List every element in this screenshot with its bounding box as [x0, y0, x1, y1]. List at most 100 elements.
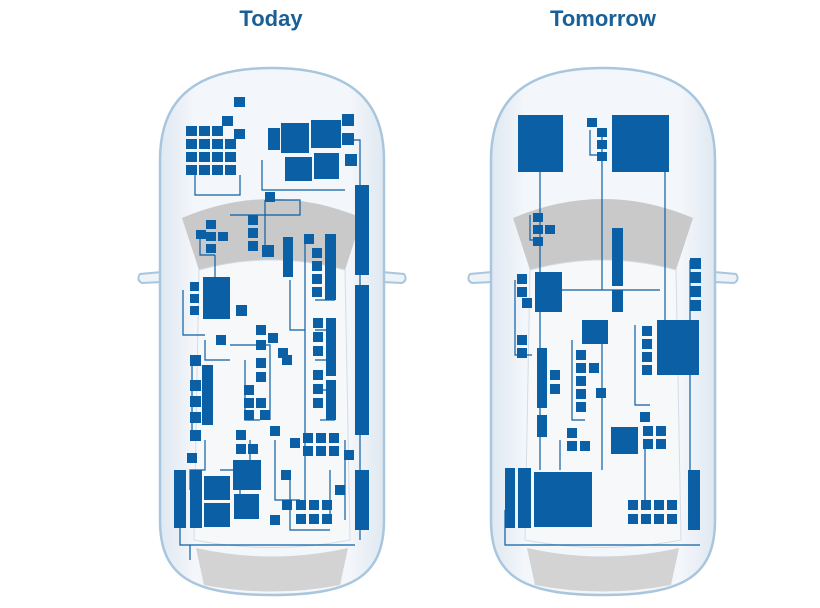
ecu-module: [313, 384, 323, 394]
modules-tomorrow: [505, 115, 701, 530]
zonal-controller: [611, 427, 638, 454]
ecu-module: [667, 500, 677, 510]
ecu-module: [204, 476, 230, 500]
ecu-module: [326, 318, 336, 376]
ecu-module: [281, 123, 309, 153]
ecu-module: [225, 139, 236, 149]
ecu-module: [312, 287, 322, 297]
ecu-module: [641, 500, 651, 510]
ecu-module: [248, 444, 258, 454]
ecu-module: [174, 470, 186, 528]
ecu-module: [642, 365, 652, 375]
ecu-module: [186, 126, 197, 136]
ecu-module: [316, 446, 326, 456]
ecu-module: [314, 153, 339, 179]
ecu-module: [628, 500, 638, 510]
ecu-module: [190, 306, 199, 315]
ecu-module: [537, 415, 547, 437]
ecu-module: [313, 346, 323, 356]
ecu-module: [329, 446, 339, 456]
ecu-module: [322, 500, 332, 510]
ecu-module: [256, 372, 266, 382]
ecu-module: [199, 139, 210, 149]
ecu-module: [596, 388, 606, 398]
ecu-module: [282, 500, 292, 510]
ecu-module: [517, 287, 527, 297]
ecu-module: [282, 355, 292, 365]
ecu-module: [212, 152, 223, 162]
central-computer: [612, 115, 669, 172]
ecu-module: [642, 352, 652, 362]
ecu-module: [309, 514, 319, 524]
ecu-module: [212, 126, 223, 136]
ecu-module: [234, 494, 259, 519]
ecu-module: [248, 215, 258, 225]
ecu-module: [641, 514, 651, 524]
ecu-module: [244, 385, 254, 395]
ecu-module: [234, 97, 245, 107]
ecu-module: [256, 358, 266, 368]
ecu-module: [550, 370, 560, 380]
ecu-module: [567, 441, 577, 451]
zonal-controller: [518, 115, 563, 172]
ecu-module: [597, 140, 607, 149]
ecu-module: [612, 228, 623, 286]
ecu-module: [517, 335, 527, 345]
ecu-module: [190, 294, 199, 303]
ecu-module: [567, 428, 577, 438]
ecu-module: [597, 128, 607, 137]
ecu-module: [256, 398, 266, 408]
ecu-module: [342, 133, 354, 145]
zonal-controller: [657, 320, 699, 375]
ecu-module: [244, 398, 254, 408]
ecu-module: [576, 389, 586, 399]
ecu-module: [212, 139, 223, 149]
ecu-module: [628, 514, 638, 524]
ecu-module: [236, 430, 246, 440]
ecu-module: [256, 340, 266, 350]
zonal-controller: [535, 272, 562, 312]
ecu-module: [656, 439, 666, 449]
ecu-module: [690, 272, 701, 283]
ecu-module: [283, 237, 293, 277]
ecu-module: [303, 446, 313, 456]
ecu-module: [309, 500, 319, 510]
car-today: [137, 66, 407, 597]
ecu-module: [313, 318, 323, 328]
modules-today: [174, 97, 369, 530]
ecu-module: [640, 412, 650, 422]
ecu-module: [202, 365, 213, 425]
ecu-module: [313, 332, 323, 342]
ecu-module: [199, 152, 210, 162]
ecu-module: [203, 277, 230, 319]
ecu-module: [522, 298, 532, 308]
ecu-module: [316, 433, 326, 443]
ecu-module: [186, 139, 197, 149]
ecu-module: [218, 232, 228, 241]
ecu-module: [190, 412, 201, 423]
ecu-module: [642, 326, 652, 336]
ecu-module: [597, 152, 607, 161]
ecu-module: [190, 355, 201, 366]
car-tomorrow-mirror-right: [713, 270, 739, 285]
ecu-module: [296, 500, 306, 510]
ecu-module: [303, 433, 313, 443]
ecu-module: [270, 515, 280, 525]
ecu-module: [268, 333, 278, 343]
title-today: Today: [239, 6, 303, 31]
ecu-module: [296, 514, 306, 524]
car-today-rear-window: [196, 548, 348, 592]
ecu-module: [642, 339, 652, 349]
ecu-module: [342, 114, 354, 126]
ecu-module: [325, 234, 336, 300]
ecu-module: [576, 350, 586, 360]
ecu-module: [190, 396, 201, 407]
title-tomorrow: Tomorrow: [550, 6, 656, 31]
ecu-module: [667, 514, 677, 524]
ecu-module: [268, 128, 280, 150]
ecu-module: [344, 450, 354, 460]
ecu-module: [311, 120, 341, 148]
ecu-module: [265, 192, 275, 202]
ecu-module: [190, 380, 201, 391]
